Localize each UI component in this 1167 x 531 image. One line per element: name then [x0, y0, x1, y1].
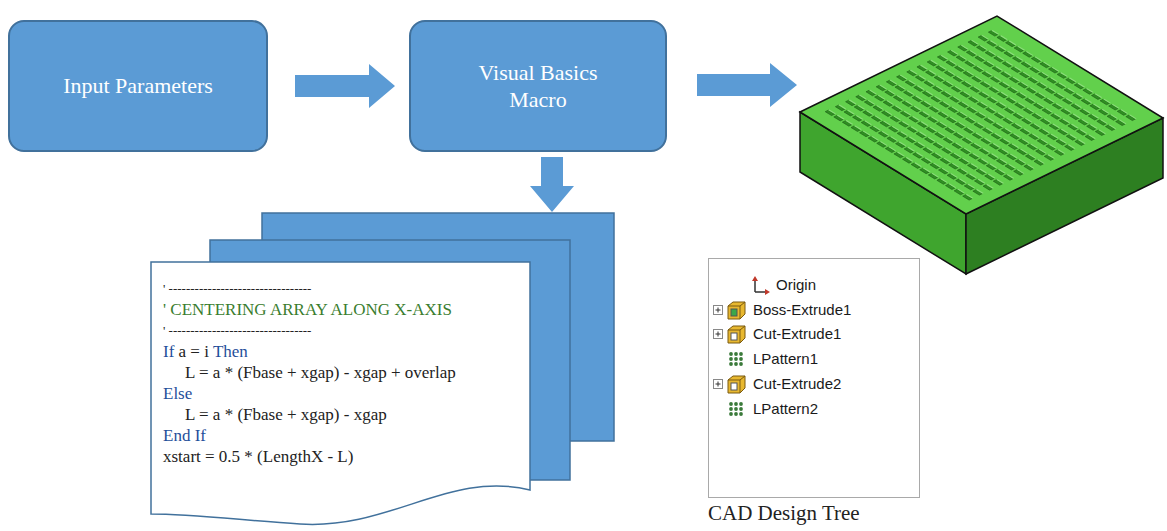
process-box: Visual Basics Macro: [409, 20, 667, 152]
tree-item: Cut-Extrude1: [753, 322, 841, 346]
cad-block-illustration: [800, 16, 1163, 274]
code-line: If a = i Then: [163, 341, 456, 362]
tree-icon: [709, 273, 775, 297]
tree-item: Boss-Extrude1: [753, 298, 851, 322]
cad-design-tree: OriginBoss-Extrude1Cut-Extrude1LPattern1…: [708, 258, 922, 530]
box-label: Visual Basics Macro: [458, 59, 618, 114]
flow-arrow: [530, 157, 574, 212]
tree-panel: OriginBoss-Extrude1Cut-Extrude1LPattern1…: [708, 258, 920, 498]
tree-item: LPattern2: [753, 397, 818, 421]
box-label: Input Parameters: [63, 72, 213, 100]
code-line: Else: [163, 383, 456, 404]
process-box: Input Parameters: [8, 20, 268, 152]
code-line: ' ---------------------------------: [163, 320, 456, 341]
tree-item: Cut-Extrude2: [753, 372, 841, 396]
flow-arrow: [295, 64, 395, 108]
code-line: L = a * (Fbase + xgap) - xgap: [163, 404, 456, 425]
code-line: ' CENTERING ARRAY ALONG X-AXIS: [163, 299, 456, 320]
flow-arrow: [697, 63, 797, 107]
code-document: ' ---------------------------------' CEN…: [150, 212, 616, 528]
tree-item: Origin: [776, 273, 816, 297]
tree-item: LPattern1: [753, 347, 818, 371]
code-line: ' ---------------------------------: [163, 278, 456, 299]
code-line: xstart = 0.5 * (LengthX - L): [163, 446, 456, 467]
code-line: End If: [163, 425, 456, 446]
code-line: L = a * (Fbase + xgap) - xgap + overlap: [163, 362, 456, 383]
caption-heading: CAD Design Tree: [708, 501, 860, 526]
